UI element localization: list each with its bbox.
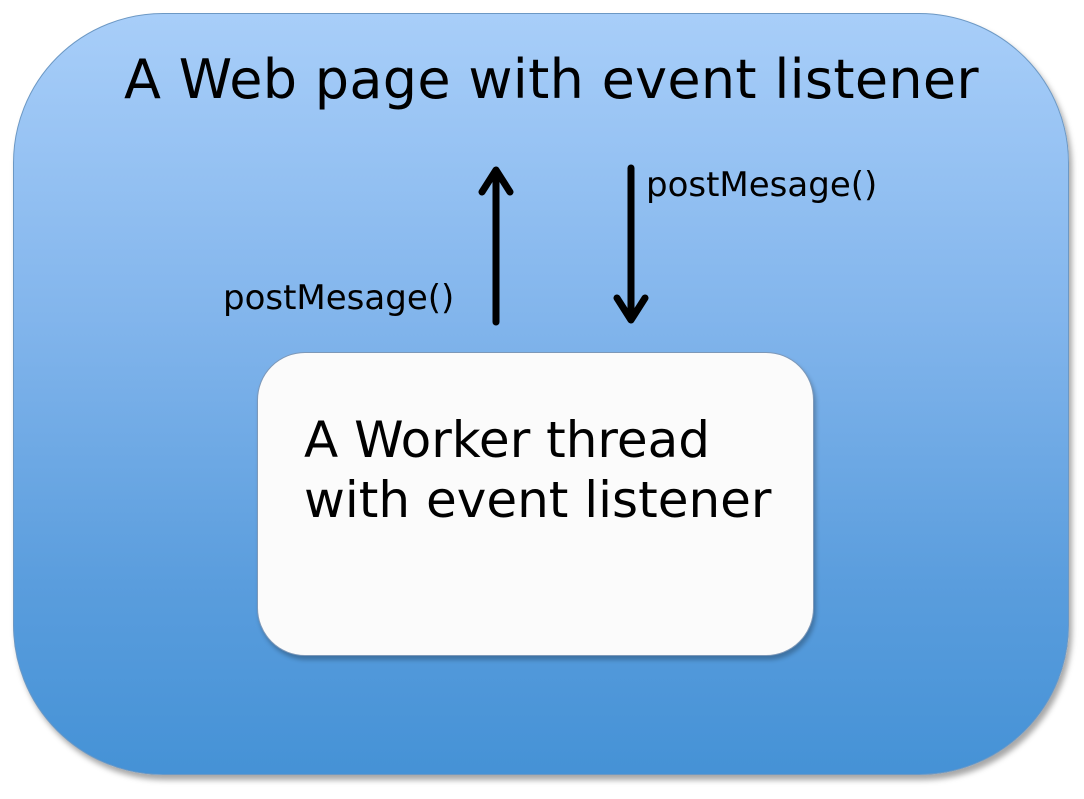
arrow-down-to-worker <box>613 164 649 324</box>
web-page-label: A Web page with event listener <box>124 48 979 111</box>
worker-label-line-1: A Worker thread <box>304 411 711 469</box>
worker-thread-box <box>257 352 814 656</box>
post-message-up-label: postMesage() <box>223 278 455 318</box>
post-message-down-label: postMesage() <box>646 165 878 205</box>
arrow-up-to-page <box>478 166 514 326</box>
worker-label-line-2: with event listener <box>304 471 772 529</box>
worker-thread-label: A Worker thread with event listener <box>304 410 771 530</box>
